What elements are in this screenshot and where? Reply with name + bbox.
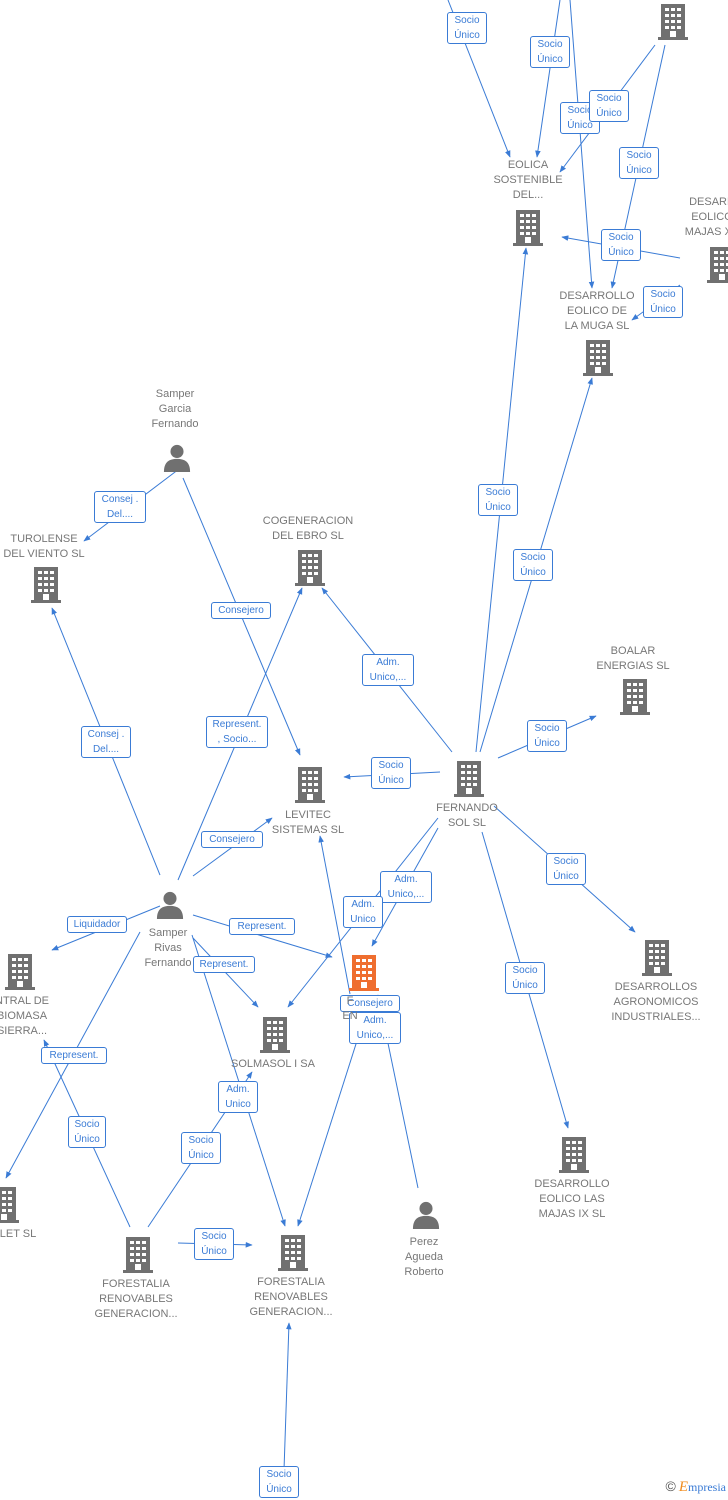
- relation-label[interactable]: Represent.: [229, 917, 295, 935]
- node-label-eolica[interactable]: EOLICA SOSTENIBLE DEL...: [493, 159, 563, 201]
- building-icon[interactable]: [658, 4, 688, 40]
- building-icon[interactable]: [513, 210, 543, 246]
- relation-label[interactable]: Represent.: [193, 955, 255, 973]
- relation-label[interactable]: Adm. Unico: [343, 896, 383, 928]
- relation-label[interactable]: Socio Único: [546, 853, 586, 885]
- node-label-turolense[interactable]: TUROLENSE DEL VIENTO SL: [3, 533, 85, 560]
- relation-label[interactable]: Socio Único: [505, 962, 545, 994]
- node-label-let[interactable]: LET SL: [0, 1228, 37, 1240]
- relation-label[interactable]: Consej . Del....: [81, 726, 131, 758]
- building-icon[interactable]: [620, 679, 650, 715]
- edge-line: [318, 835, 351, 995]
- relation-label[interactable]: Consejero: [201, 830, 263, 848]
- relation-label[interactable]: Consejero: [340, 994, 400, 1012]
- node-label-cogeneracion[interactable]: COGENERACION DEL EBRO SL: [262, 515, 354, 542]
- relation-label[interactable]: Socio Único: [619, 147, 659, 179]
- relation-label[interactable]: Consej . Del....: [94, 491, 146, 523]
- node-label-agronomicos[interactable]: DESARROLLOS AGRONOMICOS INDUSTRIALES...: [611, 981, 701, 1023]
- edge-line: [192, 937, 259, 1008]
- relation-label[interactable]: Socio Único: [478, 484, 518, 516]
- building-icon[interactable]: [349, 955, 379, 991]
- building-icon[interactable]: [260, 1017, 290, 1053]
- building-icon[interactable]: [707, 247, 728, 283]
- relation-label[interactable]: Represent. , Socio...: [206, 716, 268, 748]
- relation-label[interactable]: Socio Único: [589, 90, 629, 122]
- relation-label[interactable]: Socio Único: [371, 757, 411, 789]
- edge-line: [283, 1322, 292, 1471]
- node-label-perez[interactable]: Perez Agueda Roberto: [404, 1236, 444, 1278]
- person-icon[interactable]: [163, 444, 191, 472]
- nodes: [0, 4, 728, 1273]
- relation-label[interactable]: Consejero: [211, 601, 271, 619]
- building-icon[interactable]: [295, 767, 325, 803]
- relation-label[interactable]: Socio Único: [643, 286, 683, 318]
- node-label-majas-ix[interactable]: DESARROLLO EOLICO LAS MAJAS IX SL: [534, 1178, 610, 1220]
- edge-line: [191, 934, 286, 1227]
- node-label-forestalia2[interactable]: FORESTALIA RENOVABLES GENERACION...: [249, 1276, 333, 1318]
- relation-label[interactable]: Socio Único: [68, 1116, 106, 1148]
- node-label-main[interactable]: F EN: [342, 995, 358, 1022]
- building-icon[interactable]: [123, 1237, 153, 1273]
- relation-label[interactable]: Socio Único: [447, 12, 487, 44]
- building-icon[interactable]: [559, 1137, 589, 1173]
- building-icon[interactable]: [583, 340, 613, 376]
- building-icon[interactable]: [454, 761, 484, 797]
- edge-line: [535, 0, 561, 158]
- building-icon[interactable]: [278, 1235, 308, 1271]
- node-label-boalar[interactable]: BOALAR ENERGIAS SL: [596, 645, 670, 672]
- edge-line: [192, 914, 333, 958]
- relation-label[interactable]: Represent.: [41, 1046, 107, 1064]
- brand-initial: E: [678, 1479, 688, 1495]
- building-icon[interactable]: [295, 550, 325, 586]
- relation-label[interactable]: Adm. Unico,...: [349, 1012, 401, 1044]
- relation-label[interactable]: Socio Único: [527, 720, 567, 752]
- copyright-symbol: ©: [665, 1478, 676, 1494]
- node-label-desarr-xx[interactable]: DESARR EOLICO MAJAS XX: [684, 196, 728, 238]
- building-icon[interactable]: [31, 567, 61, 603]
- relation-label[interactable]: Socio Único: [530, 36, 570, 68]
- relation-label[interactable]: Adm. Unico,...: [380, 871, 432, 903]
- relation-label[interactable]: Liquidador: [67, 915, 127, 933]
- building-icon[interactable]: [0, 1187, 19, 1223]
- node-label-fernando-sol[interactable]: FERNANDO SOL SL: [436, 802, 498, 829]
- node-label-samper-garcia[interactable]: Samper Garcia Fernando: [151, 388, 199, 430]
- copyright: © Empresia: [666, 1478, 727, 1496]
- relation-label[interactable]: Socio Único: [194, 1228, 234, 1260]
- relation-label[interactable]: Adm. Unico: [218, 1081, 258, 1113]
- building-icon[interactable]: [642, 940, 672, 976]
- person-icon[interactable]: [156, 891, 184, 919]
- building-icon[interactable]: [5, 954, 35, 990]
- node-label-levitec[interactable]: LEVITEC SISTEMAS SL: [271, 809, 345, 836]
- node-label-muga[interactable]: DESARROLLO EOLICO DE LA MUGA SL: [559, 290, 635, 332]
- brand-name: mpresia: [688, 1480, 726, 1494]
- person-icon[interactable]: [412, 1201, 440, 1229]
- relation-label[interactable]: Adm. Unico,...: [362, 654, 414, 686]
- node-label-forestalia1[interactable]: FORESTALIA RENOVABLES GENERACION...: [94, 1278, 178, 1320]
- relation-label[interactable]: Socio Único: [601, 229, 641, 261]
- relation-label[interactable]: Socio Único: [181, 1132, 221, 1164]
- relation-label[interactable]: Socio Único: [513, 549, 553, 581]
- relation-label[interactable]: Socio Único: [259, 1466, 299, 1498]
- node-label-samper-rivas[interactable]: Samper Rivas Fernando: [144, 927, 192, 969]
- node-label-solmasol[interactable]: SOLMASOL I SA: [231, 1058, 315, 1070]
